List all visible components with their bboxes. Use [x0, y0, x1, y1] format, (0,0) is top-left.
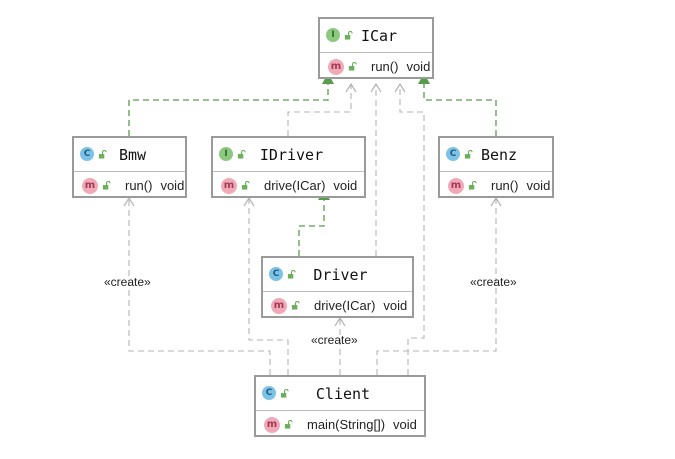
unlocked-icon: [237, 149, 246, 159]
method-icon: m: [448, 177, 464, 194]
node-driver-name: Driver: [313, 265, 368, 284]
class-icon: C: [446, 147, 460, 161]
node-client-name: Client: [315, 384, 371, 403]
unlocked-icon: [98, 149, 107, 159]
method-signature: run(): [371, 59, 399, 74]
node-idriver[interactable]: I IDriver m drive(ICar) void: [211, 136, 366, 198]
method-signature: main(String[]): [307, 417, 386, 432]
node-benz-name: Benz: [480, 145, 518, 164]
unlocked-icon: [284, 420, 293, 429]
unlocked-icon: [464, 149, 473, 159]
realization-edges: [128, 73, 497, 256]
method-signature: drive(ICar): [264, 178, 326, 193]
method-return-type: void: [393, 417, 417, 432]
node-icar-name: ICar: [360, 26, 398, 45]
node-client[interactable]: C Client m main(String[]) void: [254, 375, 426, 437]
edge-driver-realizes-idriver: [298, 189, 330, 256]
edge-client-creates-benz: [376, 198, 496, 375]
node-idriver-name: IDriver: [259, 145, 324, 164]
unlocked-icon: [348, 62, 357, 71]
interface-icon: I: [326, 28, 340, 42]
method-return-type: void: [383, 298, 408, 313]
label-create-bmw: «create»: [104, 275, 151, 289]
node-benz[interactable]: C Benz m run() void: [438, 136, 554, 198]
unlocked-icon: [291, 301, 300, 310]
method-signature: drive(ICar): [314, 298, 376, 313]
node-bmw[interactable]: C Bmw m run() void: [72, 136, 187, 198]
edge-client-uses-icar: [400, 84, 425, 375]
class-icon: C: [80, 147, 94, 161]
node-client-header: C Client: [256, 377, 424, 411]
edge-client-uses-idriver: [249, 198, 289, 375]
class-icon: C: [269, 267, 283, 281]
edge-benz-realizes-icar: [418, 73, 497, 136]
dependency-edges: [129, 84, 496, 375]
node-bmw-header: C Bmw: [74, 138, 185, 172]
node-driver-method: m drive(ICar) void: [263, 292, 412, 319]
unlocked-icon: [344, 30, 353, 40]
node-bmw-name: Bmw: [118, 145, 147, 164]
method-icon: m: [328, 58, 344, 75]
node-idriver-method: m drive(ICar) void: [213, 172, 364, 199]
node-benz-method: m run() void: [440, 172, 552, 199]
method-return-type: void: [406, 59, 431, 74]
node-icar[interactable]: I ICar m run() void: [318, 17, 434, 79]
method-signature: run(): [491, 178, 519, 193]
method-return-type: void: [160, 178, 185, 193]
node-client-method: m main(String[]) void: [256, 411, 424, 438]
method-icon: m: [82, 177, 98, 194]
node-icar-method: m run() void: [320, 53, 432, 80]
edge-idriver-uses-icar: [287, 84, 351, 136]
node-driver[interactable]: C Driver m drive(ICar) void: [261, 256, 414, 318]
method-icon: m: [271, 297, 287, 314]
method-return-type: void: [526, 178, 551, 193]
node-bmw-method: m run() void: [74, 172, 185, 199]
method-icon: m: [264, 416, 280, 433]
label-create-driver: «create»: [311, 333, 358, 347]
edge-bmw-realizes-icar: [128, 73, 334, 136]
unlocked-icon: [241, 181, 250, 190]
method-signature: run(): [125, 178, 153, 193]
method-return-type: void: [333, 178, 358, 193]
unlocked-icon: [468, 181, 477, 190]
interface-icon: I: [219, 147, 233, 161]
label-create-benz: «create»: [470, 275, 517, 289]
unlocked-icon: [102, 181, 111, 190]
unlocked-icon: [287, 269, 296, 279]
node-icar-header: I ICar: [320, 19, 432, 53]
edge-client-creates-bmw: [129, 198, 271, 375]
class-icon: C: [262, 386, 276, 400]
method-icon: m: [221, 177, 237, 194]
node-idriver-header: I IDriver: [213, 138, 364, 172]
node-benz-header: C Benz: [440, 138, 552, 172]
unlocked-icon: [280, 388, 289, 398]
node-driver-header: C Driver: [263, 258, 412, 292]
